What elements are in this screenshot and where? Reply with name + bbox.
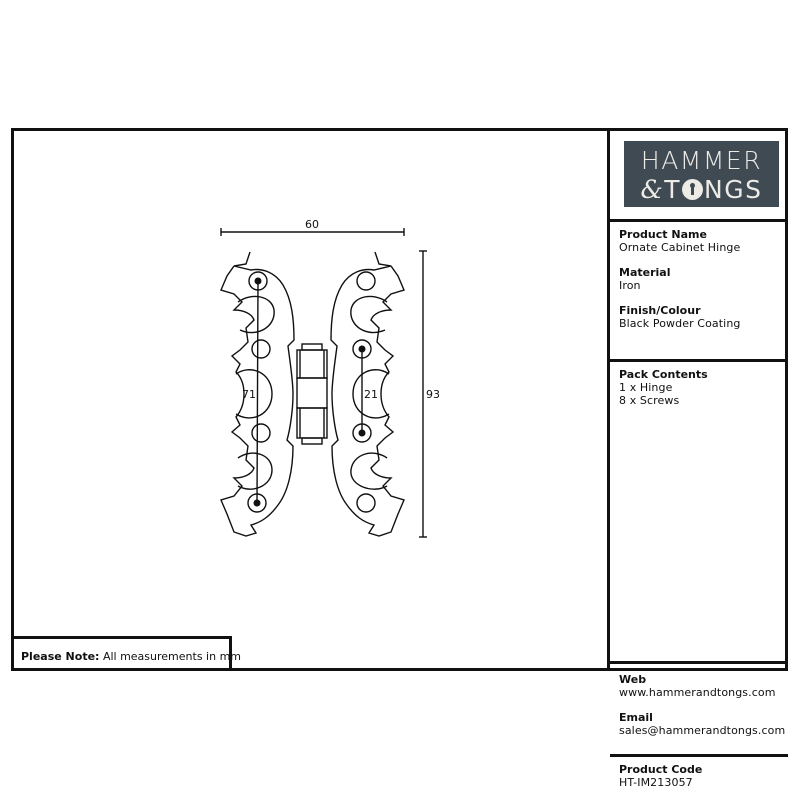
right-hinge-leaf (330, 251, 405, 537)
web-link[interactable]: www.hammerandtongs.com (619, 686, 776, 699)
measurement-note: Please Note: All measurements in mm (11, 636, 241, 671)
contact-cell: Web www.hammerandtongs.com Email sales@h… (610, 664, 788, 757)
finish-value: Black Powder Coating (619, 317, 741, 330)
pack-contents-label: Pack Contents (619, 368, 708, 381)
logo-ampersand: & (640, 175, 665, 204)
keyhole-icon (682, 179, 704, 200)
pack-item: 1 x Hinge (619, 381, 673, 394)
material-value: Iron (619, 279, 641, 292)
logo-letter-t: T (664, 175, 682, 204)
logo-line-1: HAMMER (640, 146, 763, 175)
logo-line-2: &T NGS (624, 175, 779, 204)
email-link[interactable]: sales@hammerandtongs.com (619, 724, 786, 737)
left-spacing-label: 71 (242, 388, 256, 401)
material-label: Material (619, 266, 671, 279)
pack-contents-cell: Pack Contents 1 x Hinge 8 x Screws (610, 362, 788, 664)
logo-letters-ngs: NGS (704, 175, 763, 204)
logo-cell: HAMMER &T NGS (610, 128, 788, 222)
product-code-label: Product Code (619, 763, 703, 776)
left-spacing-line (256, 280, 259, 504)
left-hinge-leaf (220, 251, 295, 537)
finish-label: Finish/Colour (619, 304, 701, 317)
product-name-value: Ornate Cabinet Hinge (619, 241, 741, 254)
note-text: All measurements in mm (102, 650, 241, 663)
pack-item: 8 x Screws (619, 394, 680, 407)
note-label: Please Note: (21, 650, 100, 663)
product-details-cell: Product Name Ornate Cabinet Hinge Materi… (610, 222, 788, 362)
email-label: Email (619, 711, 653, 724)
width-dimension-label: 60 (305, 218, 319, 231)
drawing-frame (11, 128, 788, 671)
height-dimension-label: 93 (426, 388, 440, 401)
right-spacing-label: 21 (364, 388, 378, 401)
web-label: Web (619, 673, 647, 686)
product-code-value: HT-IM213057 (619, 776, 693, 789)
info-panel: HAMMER &T NGS Product Name Ornate Cabinet… (607, 128, 788, 789)
product-code-cell: Product Code HT-IM213057 (610, 757, 788, 799)
brand-logo: HAMMER &T NGS (624, 141, 779, 207)
product-name-label: Product Name (619, 228, 707, 241)
